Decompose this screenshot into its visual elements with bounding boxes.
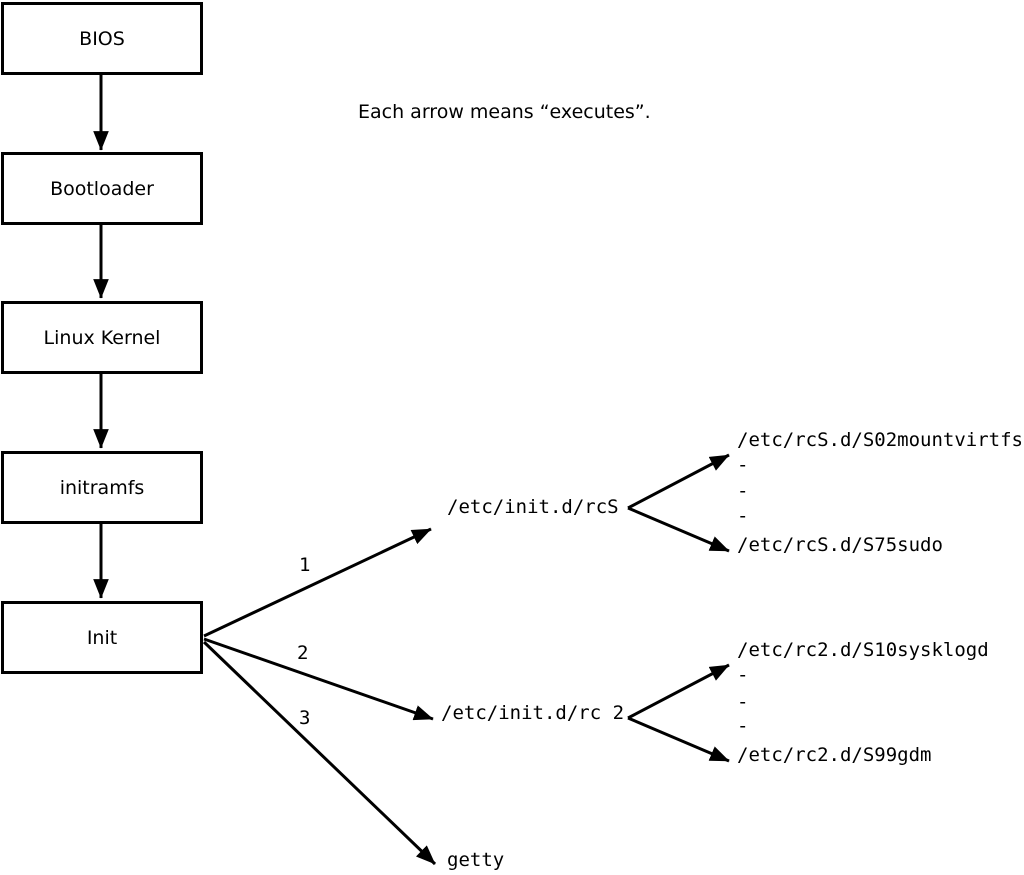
box-bootloader: Bootloader (1, 152, 203, 225)
rc2-script-ellipsis: - (737, 691, 749, 713)
rcs-script-ellipsis: - (737, 454, 749, 476)
arrow-init-to-getty (202, 640, 437, 866)
box-bios-label: BIOS (79, 27, 125, 50)
box-bootloader-label: Bootloader (50, 177, 154, 200)
rcs-script-ellipsis: - (737, 505, 749, 527)
branch-1-number: 1 (299, 554, 311, 576)
rcs-script-first: /etc/rcS.d/S02mountvirtfs (737, 429, 1023, 451)
box-init: Init (1, 601, 203, 674)
branch-2-number: 2 (297, 642, 309, 664)
box-linux-kernel: Linux Kernel (1, 301, 203, 374)
arrow-init-to-rc2 (203, 637, 434, 721)
box-linux-kernel-label: Linux Kernel (43, 326, 161, 349)
box-initramfs: initramfs (1, 451, 203, 524)
rc2-path-label: /etc/init.d/rc 2 (441, 702, 625, 724)
rcs-script-last: /etc/rcS.d/S75sudo (737, 534, 943, 556)
rcs-script-ellipsis: - (737, 480, 749, 502)
box-bios: BIOS (1, 2, 203, 75)
arrow-rc2-to-first-script (627, 663, 730, 720)
rc2-script-last: /etc/rc2.d/S99gdm (737, 744, 932, 766)
arrow-rc2-to-last-script (627, 716, 730, 763)
box-init-label: Init (86, 626, 118, 649)
box-initramfs-label: initramfs (59, 476, 145, 499)
caption: Each arrow means “executes”. (358, 101, 651, 123)
getty-label: getty (447, 849, 505, 871)
rc2-script-ellipsis: - (737, 664, 749, 686)
rc2-script-ellipsis: - (737, 715, 749, 737)
rcs-path-label: /etc/init.d/rcS (447, 496, 619, 518)
branch-3-number: 3 (299, 707, 311, 729)
arrow-rcs-to-last-script (627, 506, 730, 553)
rc2-script-first: /etc/rc2.d/S10sysklogd (737, 639, 989, 661)
arrow-rcs-to-first-script (627, 453, 730, 510)
arrow-init-to-rcs (203, 527, 432, 638)
